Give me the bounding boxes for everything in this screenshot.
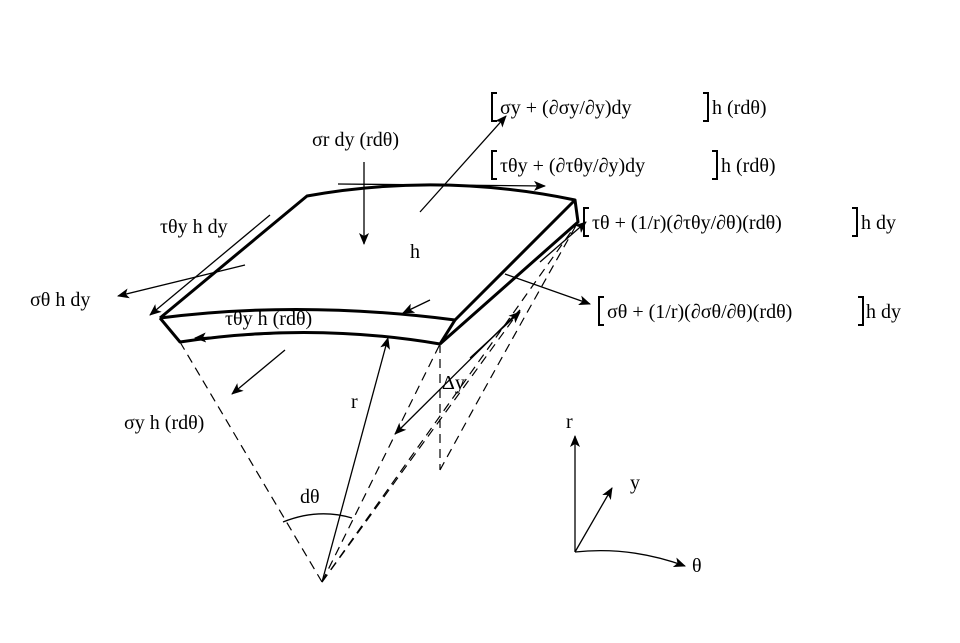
d-theta-arc [282,513,353,523]
bracket-tau-y-right [712,150,718,180]
label-tau-theta-plus-tail: h dy [861,212,896,234]
delta-y-arrow-up [469,311,521,359]
tau-theta-y-plus-arrow [337,180,546,191]
dashed-radius-right [321,221,579,583]
tau-theta-y-h-dy-arrow [149,214,271,316]
bracket-sigma-theta-left [598,296,604,326]
label-delta-y: Δy [442,372,465,394]
shell-corner-edge [438,319,457,345]
coordinate-axes [570,435,686,567]
bracket-tau-y-left [491,150,497,180]
dashed-radius-mid [321,309,521,583]
tau-theta-plus-arrow [539,221,587,263]
sigma-theta-plus-arrow [504,273,591,306]
label-axis-y: y [630,472,640,494]
label-tau-theta-y-h-dy: τθy h dy [160,216,228,238]
bracket-tau-theta-left [583,207,589,237]
radius-arrow [321,337,390,583]
label-radius: r [351,391,358,413]
bracket-sigma-y-right [703,92,709,122]
force-arrows [117,115,591,435]
dashed-radius-center [321,343,441,583]
label-sigma-y-plus-tail: h (rdθ) [712,97,767,119]
label-sigma-theta-plus: σθ + (1/r)(∂σθ/∂θ)(rdθ) [607,301,792,323]
label-thickness: h [410,241,420,263]
bracket-tau-theta-right [852,207,858,237]
label-d-theta: dθ [300,486,320,508]
dashed-radius-left [179,341,323,583]
label-sigma-theta-plus-tail: h dy [866,301,901,323]
label-sigma-theta-h-dy: σθ h dy [30,289,90,311]
bracket-sigma-theta-right [858,296,864,326]
shell-element [158,183,580,346]
label-sigma-r: σr dy (rdθ) [312,129,399,151]
construction-lines [179,221,579,583]
y-axis [574,487,613,553]
sigma-theta-h-dy-arrow [117,264,246,299]
label-tau-theta-y-plus-tail: h (rdθ) [721,155,776,177]
dashed-back-guide [439,221,579,471]
label-tau-theta-y-h-rdtheta: τθy h (rdθ) [225,308,312,330]
label-sigma-y-plus: σy + (∂σy/∂y)dy [500,97,631,119]
sigma-y-h-rdtheta-arrow [231,349,286,395]
label-tau-theta-plus: τθ + (1/r)(∂τθy/∂θ)(rdθ) [592,212,782,234]
shell-top-face [159,183,577,322]
bracket-sigma-y-left [491,92,497,122]
sigma-y-plus-arrow [419,115,507,213]
thickness-arrow [402,299,431,314]
label-axis-theta: θ [692,555,702,577]
brackets [491,92,864,326]
tau-theta-y-h-rdtheta-arrow [194,332,291,343]
label-axis-r: r [566,411,573,433]
label-tau-theta-y-plus: τθy + (∂τθy/∂y)dy [500,155,645,177]
theta-axis [574,550,686,567]
label-sigma-y-h-rdtheta: σy h (rdθ) [124,412,204,434]
